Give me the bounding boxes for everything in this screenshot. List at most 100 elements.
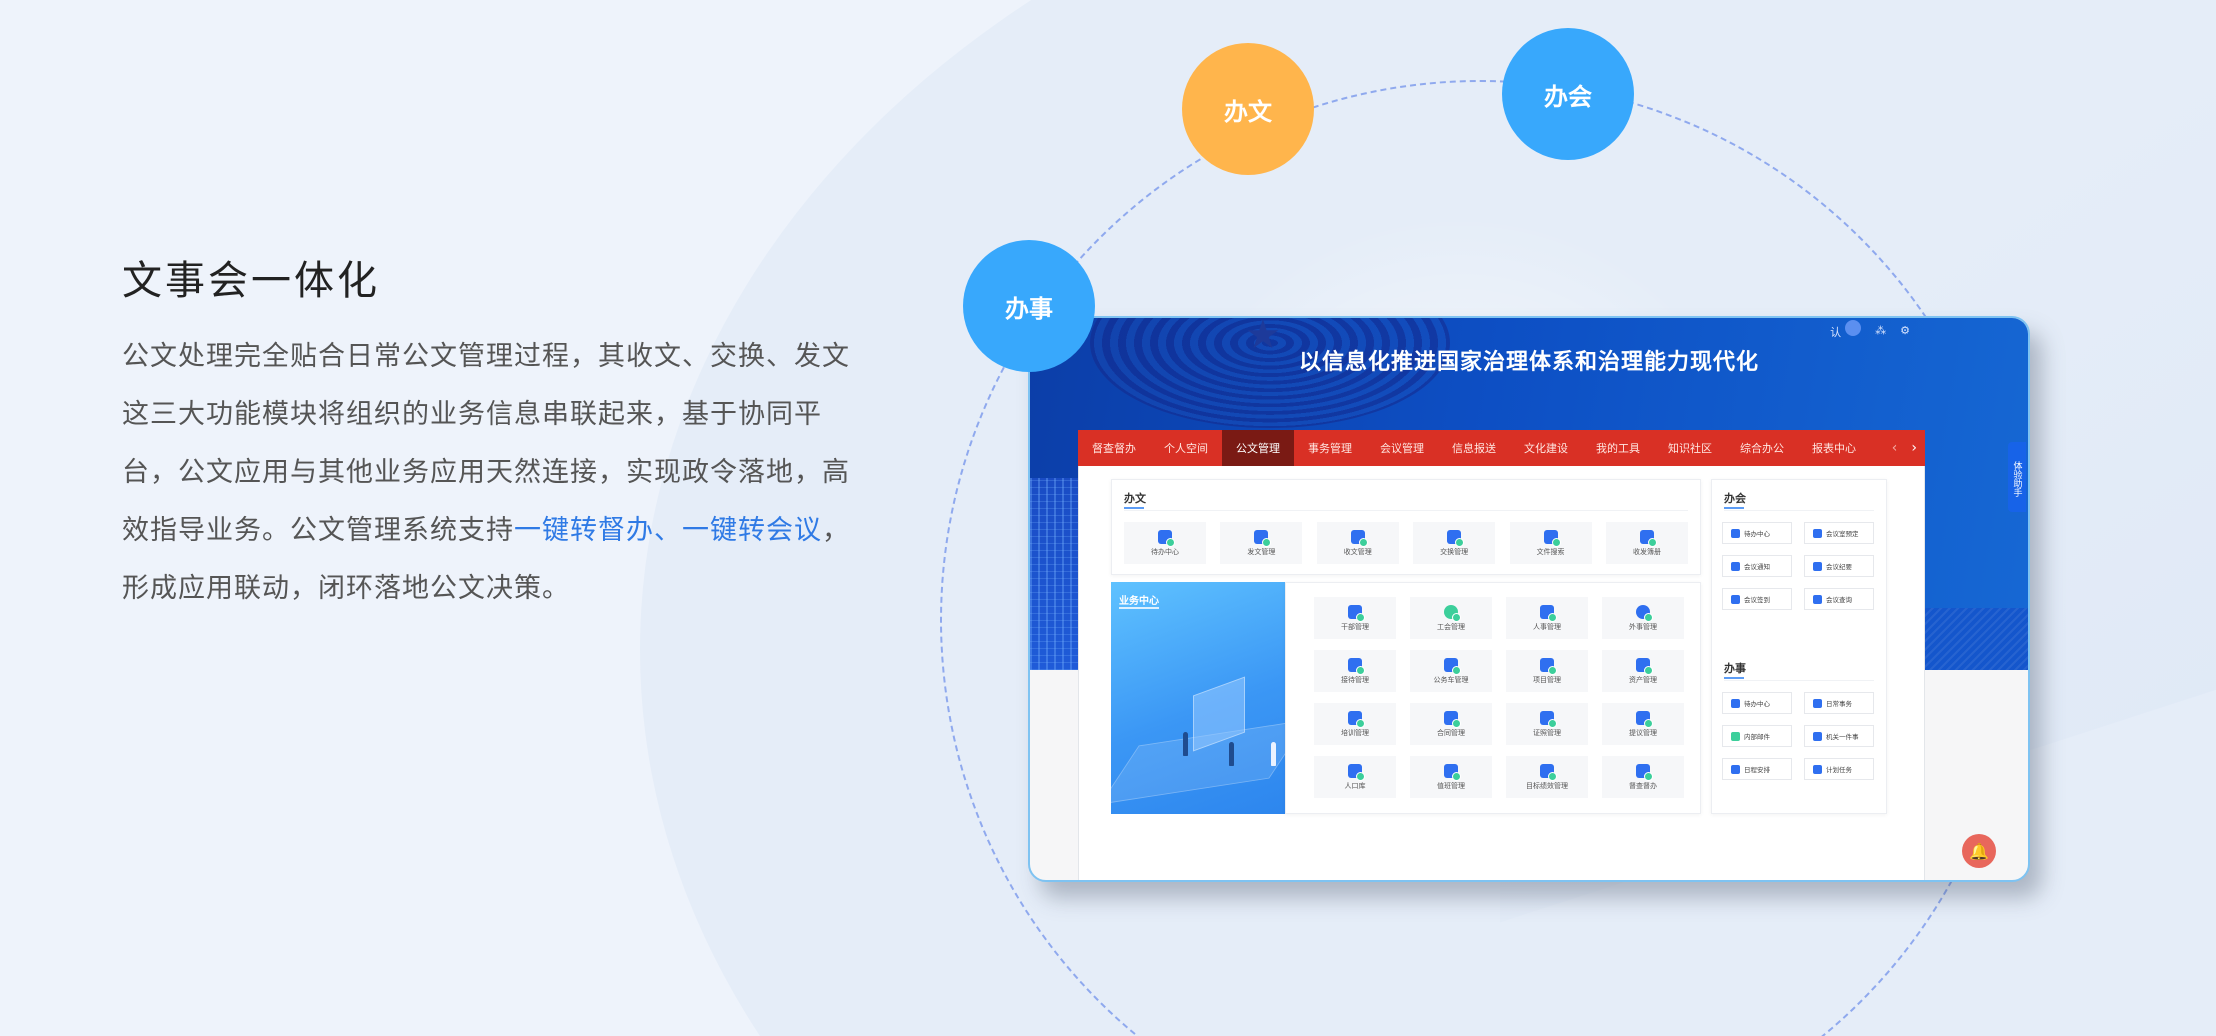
tile-vehicle[interactable]: 公务车管理 (1410, 650, 1492, 692)
assistant-side-tab[interactable]: 体验助手 (2008, 442, 2026, 512)
chip-meeting-query[interactable]: 会议查询 (1804, 588, 1874, 610)
bubble-banhui: 办会 (1502, 28, 1634, 160)
badge-icon (1540, 710, 1557, 728)
chip-room-booking[interactable]: 会议室预定 (1804, 522, 1874, 544)
tile-label: 交换管理 (1440, 547, 1469, 556)
dashboard-content: 办文 待办中心 发文管理 收文管理 交换管理 文件搜索 收发簿册 业务中心 干部… (1078, 466, 1925, 880)
chart-icon (1540, 763, 1557, 781)
car-icon (1444, 657, 1461, 675)
description-text-end: ，形成应用联动，闭环落地公文决策。 (122, 515, 850, 604)
tile-label: 合同管理 (1437, 728, 1465, 737)
section-description: 公文处理完全贴合日常公文管理过程，其收文、交换、发文这三大功能模块将组织的业务信… (122, 328, 852, 618)
tile-outgoing[interactable]: 发文管理 (1220, 522, 1303, 564)
folder-icon (1540, 657, 1557, 675)
header-tools: 认 ⁂ ⚙ (1830, 320, 1910, 340)
section-title: 文事会一体化 (122, 258, 380, 304)
divider (1124, 510, 1688, 511)
banshi-grid: 待办中心 日常事务 内部邮件 机关一件事 日程安排 计划任务 (1722, 692, 1874, 780)
bubble-banshi: 办事 (963, 240, 1095, 372)
tile-label: 工会管理 (1437, 622, 1465, 631)
globe-icon (1636, 604, 1653, 622)
tile-label: 人口库 (1344, 781, 1366, 790)
chevron-left-icon[interactable]: ‹ (1891, 440, 1898, 456)
tile-label: 目标绩效管理 (1526, 781, 1568, 790)
business-grid: 干部管理 工会管理 人事管理 外事管理 接待管理 公务车管理 项目管理 资产管理… (1314, 597, 1684, 798)
chip-label: 待办中心 (1744, 530, 1770, 538)
chip-meeting-checkin[interactable]: 会议签到 (1722, 588, 1792, 610)
contract-icon (1444, 710, 1461, 728)
nav-item-office[interactable]: 综合办公 (1740, 442, 1784, 455)
tile-supervision[interactable]: 督查督办 (1602, 756, 1684, 798)
banhui-grid: 待办中心 会议室预定 会议通知 会议纪要 会议签到 会议查询 (1722, 522, 1874, 610)
tile-label: 督查督办 (1629, 781, 1657, 790)
chip-meeting-notice[interactable]: 会议通知 (1722, 555, 1792, 577)
nav-item-personal-space[interactable]: 个人空间 (1164, 442, 1208, 455)
nav-item-affairs[interactable]: 事务管理 (1308, 442, 1352, 455)
tile-hr[interactable]: 人事管理 (1506, 597, 1588, 639)
tile-union[interactable]: 工会管理 (1410, 597, 1492, 639)
apps-grid-icon[interactable]: ⁂ (1875, 323, 1887, 337)
user-menu[interactable]: 认 (1830, 320, 1862, 340)
chip-plan-tasks[interactable]: 计划任务 (1804, 758, 1874, 780)
banwen-grid: 待办中心 发文管理 收文管理 交换管理 文件搜索 收发簿册 (1124, 522, 1688, 564)
nav-item-reports[interactable]: 报表中心 (1812, 442, 1856, 455)
search-icon (1813, 594, 1822, 604)
document-icon (1731, 698, 1740, 708)
chip-one-thing[interactable]: 机关一件事 (1804, 725, 1874, 747)
checkin-icon (1731, 594, 1740, 604)
tile-registry[interactable]: 收发簿册 (1605, 522, 1688, 564)
document-icon (1731, 528, 1740, 538)
settings-icon[interactable]: ⚙ (1900, 323, 1910, 337)
nav-item-info-report[interactable]: 信息报送 (1452, 442, 1496, 455)
tile-todo-center[interactable]: 待办中心 (1124, 522, 1206, 564)
nav-item-my-tools[interactable]: 我的工具 (1596, 442, 1640, 455)
person-figure (1271, 742, 1276, 766)
note-icon (1636, 710, 1653, 728)
chip-label: 日常事务 (1826, 700, 1852, 708)
tile-population[interactable]: 人口库 (1314, 756, 1396, 798)
tile-label: 资产管理 (1629, 675, 1657, 684)
tile-duty[interactable]: 值班管理 (1410, 756, 1492, 798)
users-icon (1540, 604, 1557, 622)
tile-cadre[interactable]: 干部管理 (1314, 597, 1396, 639)
app-screenshot-window: ★ 以信息化推进国家治理体系和治理能力现代化 认 ⁂ ⚙ 体验助手 督查督办 个… (1028, 316, 2030, 882)
nav-item-knowledge[interactable]: 知识社区 (1668, 442, 1712, 455)
tile-assets[interactable]: 资产管理 (1602, 650, 1684, 692)
nav-item-meetings[interactable]: 会议管理 (1380, 442, 1424, 455)
chip-label: 机关一件事 (1826, 733, 1859, 741)
chip-todo-center[interactable]: 待办中心 (1722, 522, 1792, 544)
tile-reception[interactable]: 接待管理 (1314, 650, 1396, 692)
nav-item-dubandu[interactable]: 督查督办 (1092, 442, 1136, 455)
tile-training[interactable]: 培训管理 (1314, 703, 1396, 745)
chip-meeting-minutes[interactable]: 会议纪要 (1804, 555, 1874, 577)
chip-todo-center[interactable]: 待办中心 (1722, 692, 1792, 714)
tile-project[interactable]: 项目管理 (1506, 650, 1588, 692)
tile-license[interactable]: 证照管理 (1506, 703, 1588, 745)
nav-item-culture[interactable]: 文化建设 (1524, 442, 1568, 455)
nav-item-document-management[interactable]: 公文管理 (1222, 430, 1294, 466)
tile-exchange[interactable]: 交换管理 (1413, 522, 1496, 564)
tile-contract[interactable]: 合同管理 (1410, 703, 1492, 745)
chip-internal-mail[interactable]: 内部邮件 (1722, 725, 1792, 747)
tile-incoming[interactable]: 收文管理 (1316, 522, 1399, 564)
tile-file-search[interactable]: 文件搜索 (1509, 522, 1592, 564)
description-highlight: 一键转督办、一键转会议 (514, 515, 822, 546)
chevron-right-icon[interactable]: › (1911, 440, 1917, 456)
chip-label: 会议签到 (1744, 596, 1770, 604)
intro-section: 文事会一体化 公文处理完全贴合日常公文管理过程，其收文、交换、发文这三大功能模块… (122, 248, 852, 618)
chip-daily-affairs[interactable]: 日常事务 (1804, 692, 1874, 714)
minutes-icon (1813, 561, 1822, 571)
chip-label: 会议室预定 (1826, 530, 1859, 538)
tile-performance[interactable]: 目标绩效管理 (1506, 756, 1588, 798)
tile-foreign-affairs[interactable]: 外事管理 (1602, 597, 1684, 639)
globe-icon (1444, 604, 1461, 622)
asset-icon (1636, 657, 1653, 675)
tile-proposal[interactable]: 提议管理 (1602, 703, 1684, 745)
bell-icon[interactable]: 🔔 (1962, 834, 1996, 868)
main-nav: 督查督办 个人空间 公文管理 事务管理 会议管理 信息报送 文化建设 我的工具 … (1078, 430, 1925, 466)
chip-schedule[interactable]: 日程安排 (1722, 758, 1792, 780)
tile-label: 项目管理 (1533, 675, 1561, 684)
tile-label: 值班管理 (1437, 781, 1465, 790)
tile-label: 证照管理 (1533, 728, 1561, 737)
banner-title: 业务中心 (1119, 592, 1159, 609)
